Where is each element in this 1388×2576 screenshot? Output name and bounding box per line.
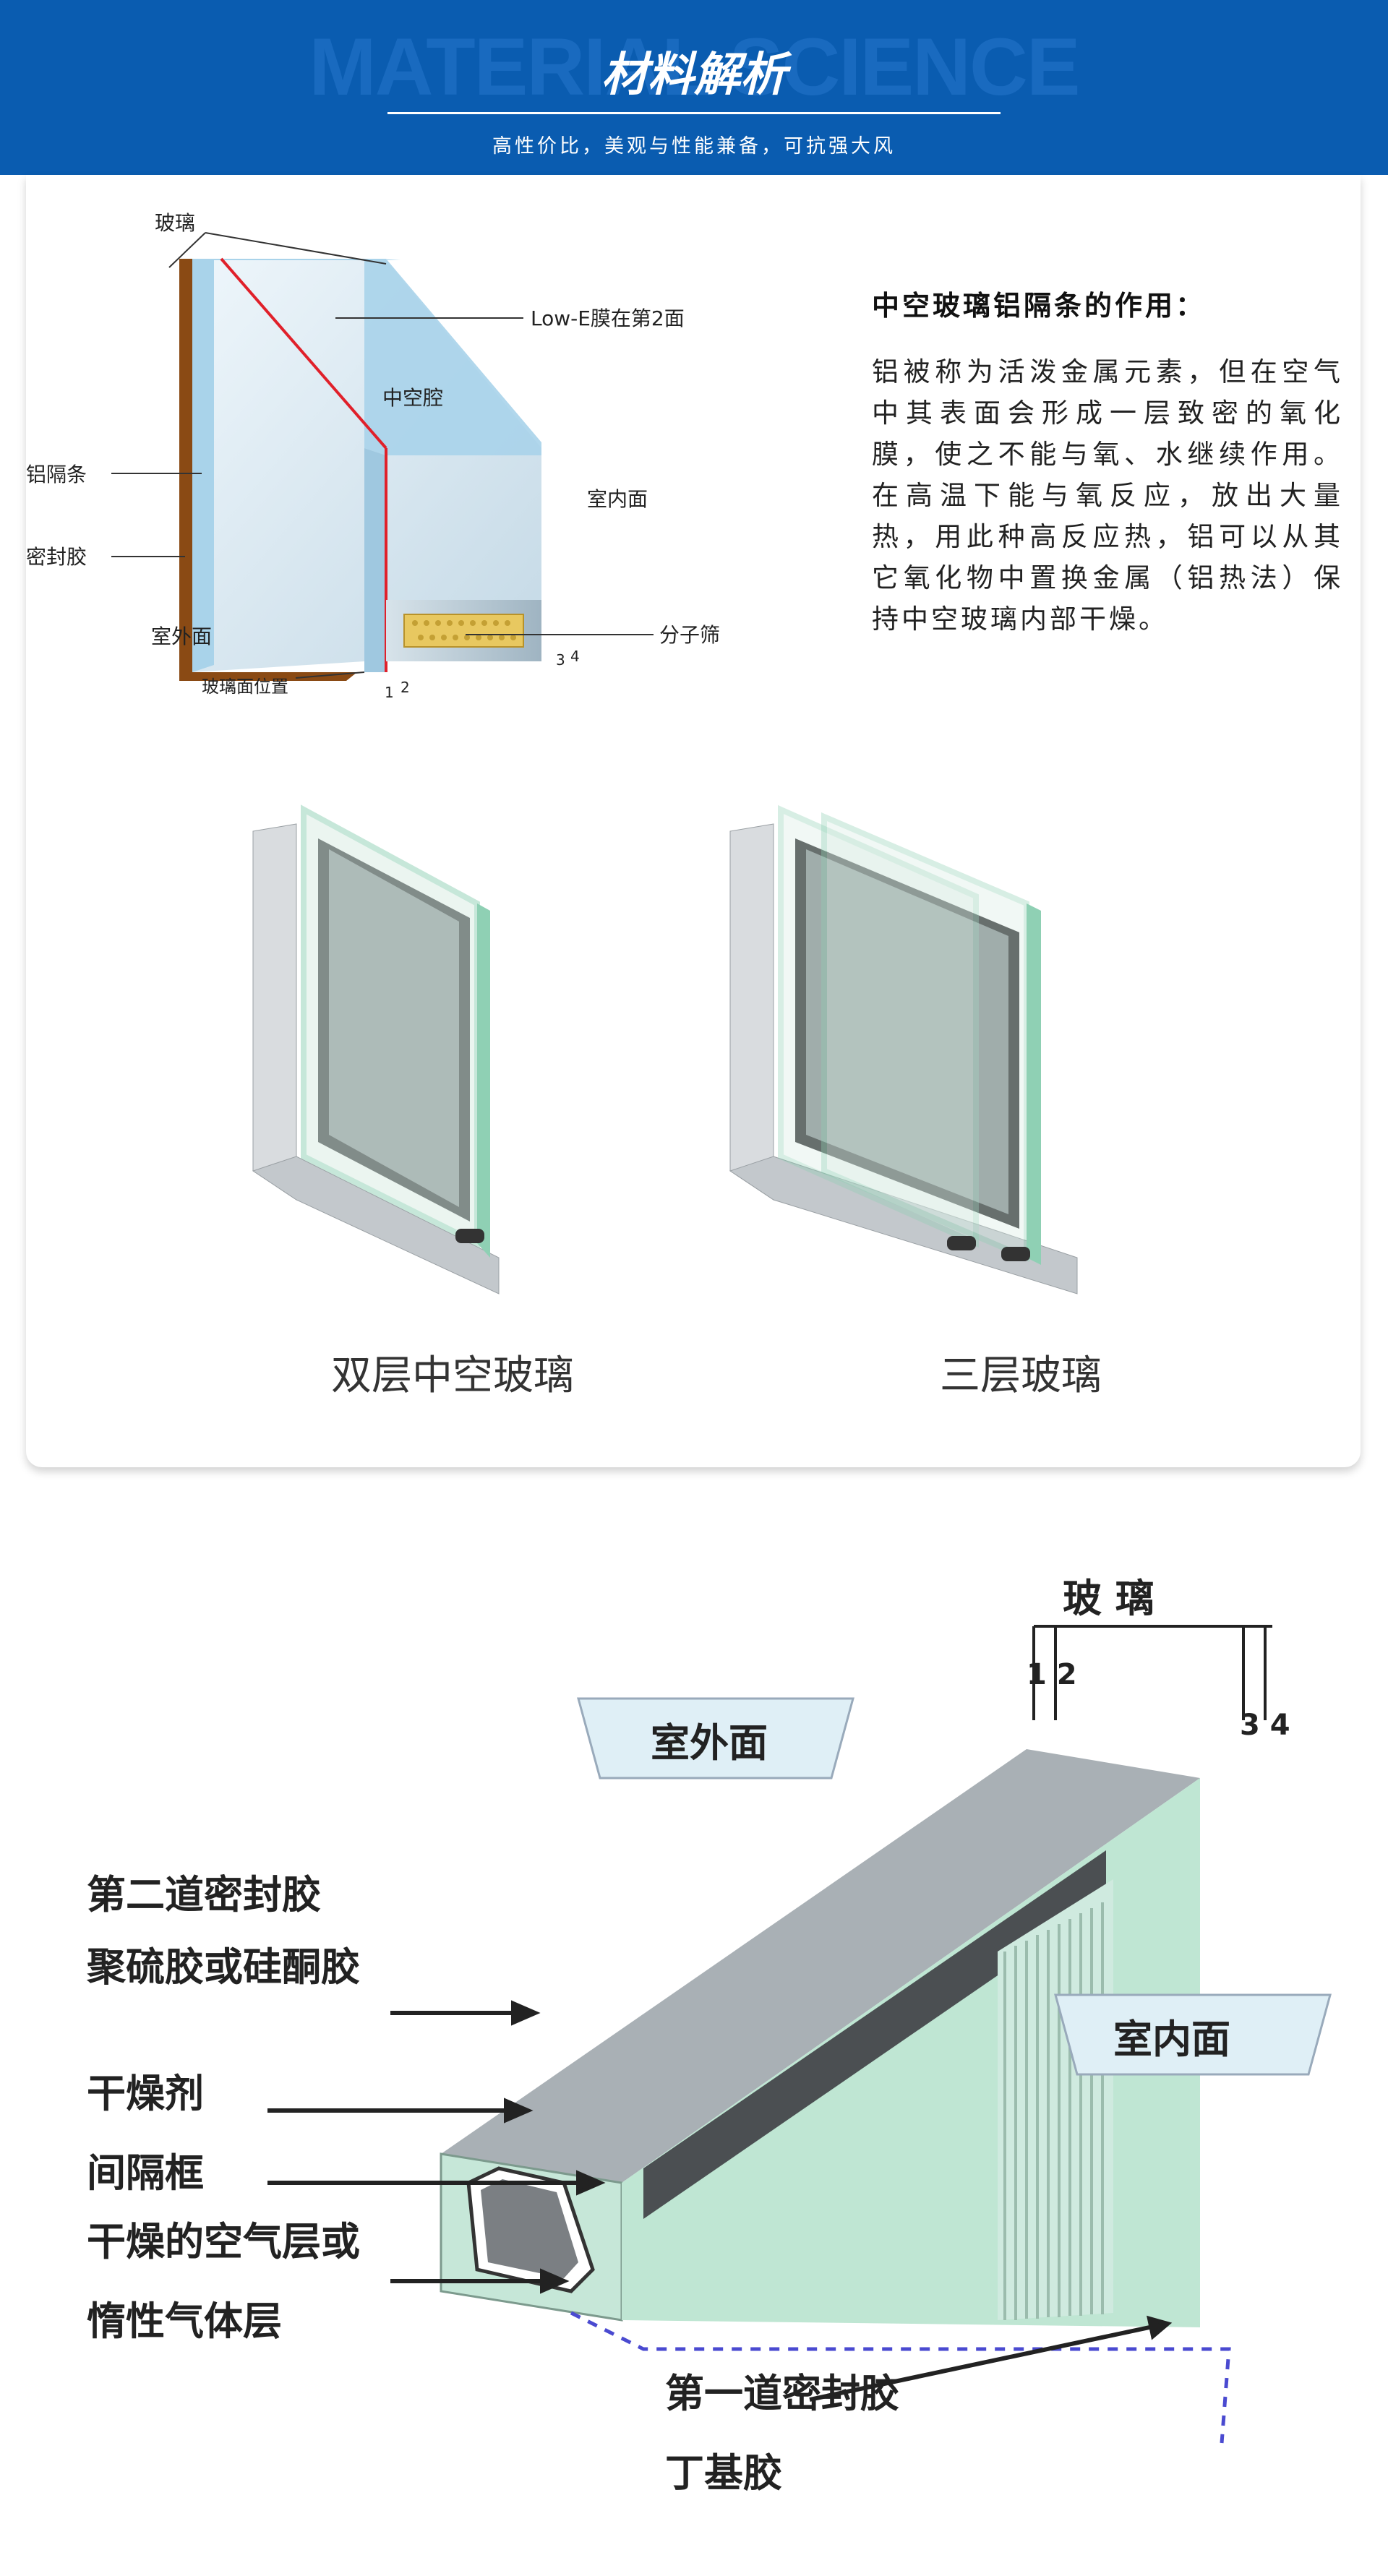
callout-heading: 中空玻璃铝隔条的作用： [872,290,1207,322]
dark-band-shape [643,1850,1106,2219]
label-n2: 2 [400,679,410,696]
top-slab-shape [441,1749,1200,2183]
arrow-first-seal [809,2325,1150,2402]
triple-glazing-illustration [729,804,1078,1295]
label-hollow: 中空腔 [382,386,443,410]
label-glass-2: 玻 璃 [1063,1576,1154,1621]
spacer-1-shape [947,1236,976,1250]
label-n3: 3 [556,651,565,669]
outer-pane-top-shape [192,259,400,260]
leader-glass-pos [295,671,365,679]
label-spacer-frame: 间隔框 [87,2150,204,2196]
label-spacer: 铝隔条 [26,463,87,486]
label-sieve: 分子筛 [659,623,720,647]
label-first-seal: 第一道密封胶 [665,2371,899,2416]
label-n34: 3 4 [1240,1709,1290,1742]
pane-edge-shape [1027,903,1041,1265]
banner-title: 材料解析 [601,48,787,102]
label-outdoor-2: 室外面 [651,1720,768,1766]
sealed-unit-diagram: 玻 璃 1 2 3 4 室外面 室内面 第二道密封胶 聚硫胶或硅酮胶 干燥剂 间… [72,1547,1359,2559]
indoor-tag-shape [1054,1993,1332,2076]
frame-left-shape [729,823,774,1201]
banner-background-word: MATERIAL SCIENCE [309,22,1080,112]
callout-body: 铝被称为活泼金属元素，但在空气中其表面会形成一层致密的氧化膜，使之不能与氧、水继… [872,356,1343,635]
inner-pane-front-shape [364,448,386,672]
triple-glazing-caption: 三层玻璃 [940,1352,1102,1399]
double-glazing-illustration [252,804,500,1295]
label-n12: 1 2 [1027,1658,1077,1691]
insulated-glass-diagram: 玻璃 Low-E膜在第2面 中空腔 铝隔条 室内面 密封胶 分子筛 室外面 玻璃… [26,211,720,701]
leader-glass-2 [205,232,387,265]
pane-edge-shape [477,903,490,1258]
spacer-2-shape [1001,1247,1030,1261]
banner-divider [387,112,1001,114]
label-indoor: 室内面 [587,487,648,511]
frame-left-shape [252,823,297,1201]
low-e-film-line [220,257,387,450]
outer-pane-shape [192,259,214,672]
inner-pane-shape [364,259,541,455]
label-gas-layer: 惰性气体层 [87,2298,282,2344]
spacer-shape [455,1229,484,1243]
desiccant-shape [481,2179,578,2278]
label-glass: 玻璃 [155,211,195,235]
label-first-seal-material: 丁基胶 [665,2450,782,2496]
label-air-layer: 干燥的空气层或 [87,2219,360,2264]
label-n4: 4 [570,648,580,665]
label-sealant: 密封胶 [26,545,87,569]
label-outdoor: 室外面 [151,624,212,648]
frame-bottom-shape [729,1156,1078,1295]
label-lowe: Low-E膜在第2面 [531,306,685,330]
leader-glass [168,232,206,268]
header-banner: MATERIAL SCIENCE 材料解析 高性价比，美观与性能兼备，可抗强大风 [0,0,1388,175]
molecular-sieve-shape [403,614,524,648]
label-indoor-2: 室内面 [1113,2017,1230,2062]
outdoor-tag-shape [577,1697,854,1779]
label-second-seal-material: 聚硫胶或硅酮胶 [86,1944,360,1990]
glass-shade-shape [806,849,1008,1214]
dashed-outline [570,2311,1231,2444]
double-glazing-caption: 双层中空玻璃 [331,1352,574,1399]
banner-subtitle: 高性价比，美观与性能兼备，可抗强大风 [492,135,896,158]
label-second-seal: 第二道密封胶 [87,1872,321,1918]
frame-bottom-shape [252,1156,500,1295]
sieve-dots [412,620,516,640]
label-desiccant: 干燥剂 [87,2071,204,2116]
label-n1: 1 [385,684,394,701]
label-glass-position: 玻璃面位置 [202,677,288,697]
